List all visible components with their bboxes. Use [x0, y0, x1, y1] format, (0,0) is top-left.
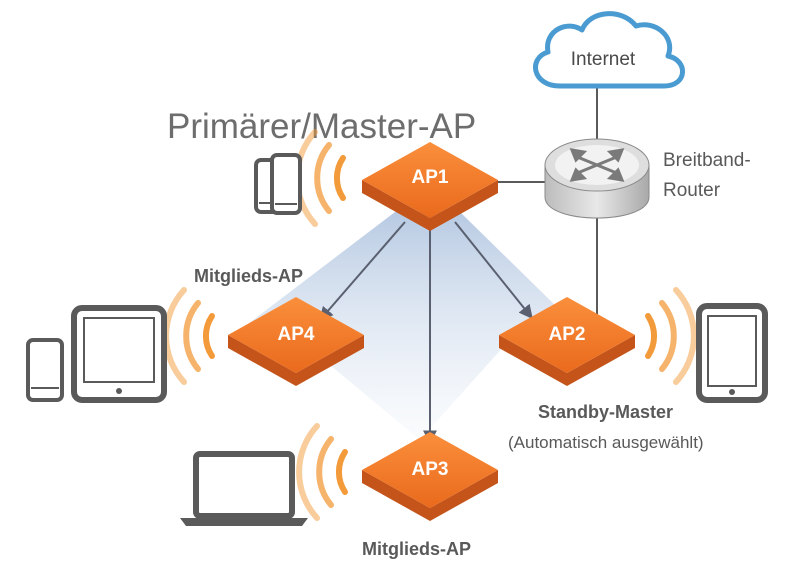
tablet-icon-1: [71, 305, 167, 403]
smartphone-icon-2: [270, 153, 302, 215]
wifi-signal-icon-ap4: [163, 287, 215, 385]
arrow-ap1-ap4: [319, 221, 406, 322]
ap3-label: AP3: [412, 459, 449, 480]
tablet-icon-2: [696, 303, 768, 403]
wifi-signal-icon-ap3: [296, 423, 348, 521]
ap4-label: AP4: [278, 324, 315, 345]
coverage-beam: [240, 212, 560, 440]
smartphone-icon-3: [26, 338, 64, 402]
router-label-line2: Router: [663, 180, 721, 201]
internet-label: Internet: [571, 49, 636, 70]
ap2-label: AP2: [549, 324, 586, 345]
ap2-access-point[interactable]: AP2: [499, 297, 635, 386]
ap4-access-point[interactable]: AP4: [228, 297, 364, 386]
internet-cloud-icon: Internet: [533, 11, 685, 89]
laptop-icon: [180, 451, 308, 526]
ap1-access-point[interactable]: AP1: [362, 142, 498, 231]
member-ap-label-ap3: Mitglieds-AP: [362, 539, 471, 559]
master-ap-title: Primärer/Master-AP: [167, 107, 476, 146]
wifi-signal-icon-ap2: [645, 287, 697, 385]
router-icon: [544, 138, 650, 219]
member-ap-label-ap4: Mitglieds-AP: [194, 266, 303, 286]
ap1-label: AP1: [412, 167, 449, 188]
router-label-line1: Breitband-: [663, 150, 751, 171]
standby-note-label: (Automatisch ausgewählt): [508, 433, 704, 452]
ap3-access-point[interactable]: AP3: [362, 432, 498, 521]
standby-master-label: Standby-Master: [538, 402, 673, 422]
arrow-ap1-ap2: [454, 221, 533, 320]
